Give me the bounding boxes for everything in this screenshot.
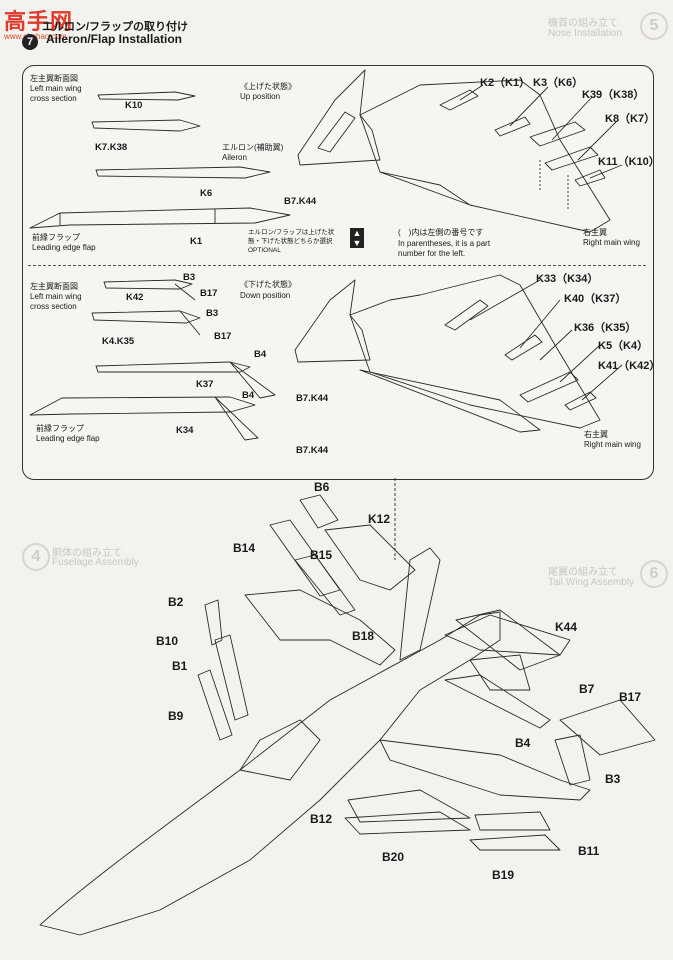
down-callout: K40（K37） bbox=[564, 293, 627, 305]
up-callout: K11（K10） bbox=[598, 156, 660, 168]
down-section-title-en1: Left main wing bbox=[30, 292, 82, 301]
up-right-wing-en: Right main wing bbox=[583, 238, 640, 247]
main-part-label: B10 bbox=[156, 634, 179, 648]
down-part-label: B17 bbox=[214, 331, 232, 342]
down-cross-sections bbox=[29, 279, 276, 441]
down-part-label: B4 bbox=[254, 349, 267, 360]
panel-divider bbox=[28, 265, 646, 266]
main-aircraft-drawing bbox=[39, 478, 656, 936]
ghost-step6-jp: 尾翼の組み立て bbox=[548, 567, 618, 578]
ghost-step4-jp: 胴体の組み立て bbox=[52, 548, 122, 559]
down-part-label: K42 bbox=[126, 292, 144, 303]
down-part-label: K34 bbox=[176, 425, 194, 436]
ghost-step4-circle: 4 bbox=[22, 543, 50, 571]
down-part-label: B7.K44 bbox=[296, 445, 329, 456]
up-cross-sections bbox=[29, 91, 291, 229]
up-right-wing-jp: 右主翼 bbox=[583, 228, 607, 237]
up-wing-view bbox=[297, 69, 623, 233]
ghost-step5-jp: 機首の組み立て bbox=[548, 18, 618, 29]
ghost-step4-en: Fuselage Assembly bbox=[52, 557, 139, 568]
main-part-label: B17 bbox=[619, 690, 642, 704]
down-part-label: K37 bbox=[196, 379, 214, 390]
down-part-label: K4.K35 bbox=[102, 336, 135, 347]
down-state-jp: 《下げた状態》 bbox=[240, 280, 296, 289]
main-part-label: B18 bbox=[352, 629, 375, 643]
step-title-jp: エルロン/フラップの取り付け bbox=[42, 21, 189, 33]
aileron-label-jp: エルロン(補助翼) bbox=[222, 143, 284, 152]
up-callout: K8（K7） bbox=[605, 113, 656, 125]
main-part-label: B20 bbox=[382, 850, 405, 864]
main-part-label: B15 bbox=[310, 548, 333, 562]
main-part-label: K44 bbox=[555, 620, 578, 634]
up-callout: K39（K38） bbox=[582, 89, 645, 101]
down-callout: K33（K34） bbox=[536, 273, 599, 285]
up-callout: K2（K1） bbox=[480, 77, 531, 89]
aileron-label-en: Aileron bbox=[222, 153, 247, 162]
up-section-title-en2: cross section bbox=[30, 94, 77, 103]
down-part-label: B17 bbox=[200, 288, 218, 299]
up-callout: K3（K6） bbox=[533, 77, 584, 89]
optional-note-jp2: 態・下げた状態どちらか選択 bbox=[248, 238, 333, 245]
up-down-arrows-icon: ▲▼ bbox=[350, 228, 364, 248]
down-flap-label-jp: 前縁フラップ bbox=[36, 424, 84, 433]
wing-section-panel bbox=[22, 65, 654, 480]
up-flap-label-jp: 前縁フラップ bbox=[32, 233, 80, 242]
ghost-step6-circle: 6 bbox=[640, 560, 668, 588]
up-state-jp: 《上げた状態》 bbox=[240, 82, 296, 91]
main-part-label: K12 bbox=[368, 512, 391, 526]
optional-note-en: OPTIONAL bbox=[248, 247, 281, 254]
step-number-badge: 7 bbox=[22, 34, 38, 50]
up-part-label: K7.K38 bbox=[95, 142, 128, 153]
down-flap-label-en: Leading edge flap bbox=[36, 434, 100, 443]
main-part-label: B12 bbox=[310, 812, 333, 826]
ghost-step5-circle: 5 bbox=[640, 12, 668, 40]
main-part-label: B1 bbox=[172, 659, 188, 673]
ghost-step5-en: Nose Installation bbox=[548, 28, 622, 39]
up-section-title-jp: 左主翼断面図 bbox=[30, 74, 78, 83]
main-part-label: B9 bbox=[168, 709, 184, 723]
paren-note-en2: number for the left. bbox=[398, 249, 466, 258]
main-part-label: B4 bbox=[515, 736, 531, 750]
main-part-label: B3 bbox=[605, 772, 621, 786]
down-callout: K5（K4） bbox=[598, 340, 649, 352]
main-part-label: B2 bbox=[168, 595, 184, 609]
up-part-label: K10 bbox=[125, 100, 143, 111]
main-part-label: B7 bbox=[579, 682, 595, 696]
up-part-label: K6 bbox=[200, 188, 213, 199]
paren-note-jp: ( )内は左側の番号です bbox=[398, 228, 484, 237]
down-part-label: B3 bbox=[206, 308, 219, 319]
down-section-title-jp: 左主翼断面図 bbox=[30, 282, 78, 291]
main-part-label: B14 bbox=[233, 541, 256, 555]
down-right-wing-jp: 右主翼 bbox=[584, 430, 608, 439]
up-flap-label-en: Leading edge flap bbox=[32, 243, 96, 252]
down-state-en: Down position bbox=[240, 291, 291, 300]
down-wing-view bbox=[294, 274, 623, 433]
down-callout: K36（K35） bbox=[574, 322, 637, 334]
optional-note-jp1: エルロン/フラップは上げた状 bbox=[248, 229, 335, 236]
ghost-step6-en: Tail Wing Assembly bbox=[548, 577, 635, 588]
watermark-logo: 高手网 bbox=[4, 9, 74, 34]
step-title-en: Aileron/Flap Installation bbox=[46, 32, 183, 46]
down-part-label: B4 bbox=[242, 390, 255, 401]
down-callout: K41（K42） bbox=[598, 360, 661, 372]
up-part-label: B7.K44 bbox=[284, 196, 317, 207]
down-section-title-en2: cross section bbox=[30, 302, 77, 311]
up-section-title-en1: Left main wing bbox=[30, 84, 82, 93]
paren-note-en1: In parentheses, it is a part bbox=[398, 239, 491, 248]
up-state-en: Up position bbox=[240, 92, 281, 101]
down-part-label: B3 bbox=[183, 272, 196, 283]
down-part-label: B7.K44 bbox=[296, 393, 329, 404]
up-part-label: K1 bbox=[190, 236, 203, 247]
main-part-label: B19 bbox=[492, 868, 515, 882]
down-right-wing-en: Right main wing bbox=[584, 440, 641, 449]
main-part-label: B11 bbox=[578, 844, 600, 858]
main-part-label: B6 bbox=[314, 480, 330, 494]
